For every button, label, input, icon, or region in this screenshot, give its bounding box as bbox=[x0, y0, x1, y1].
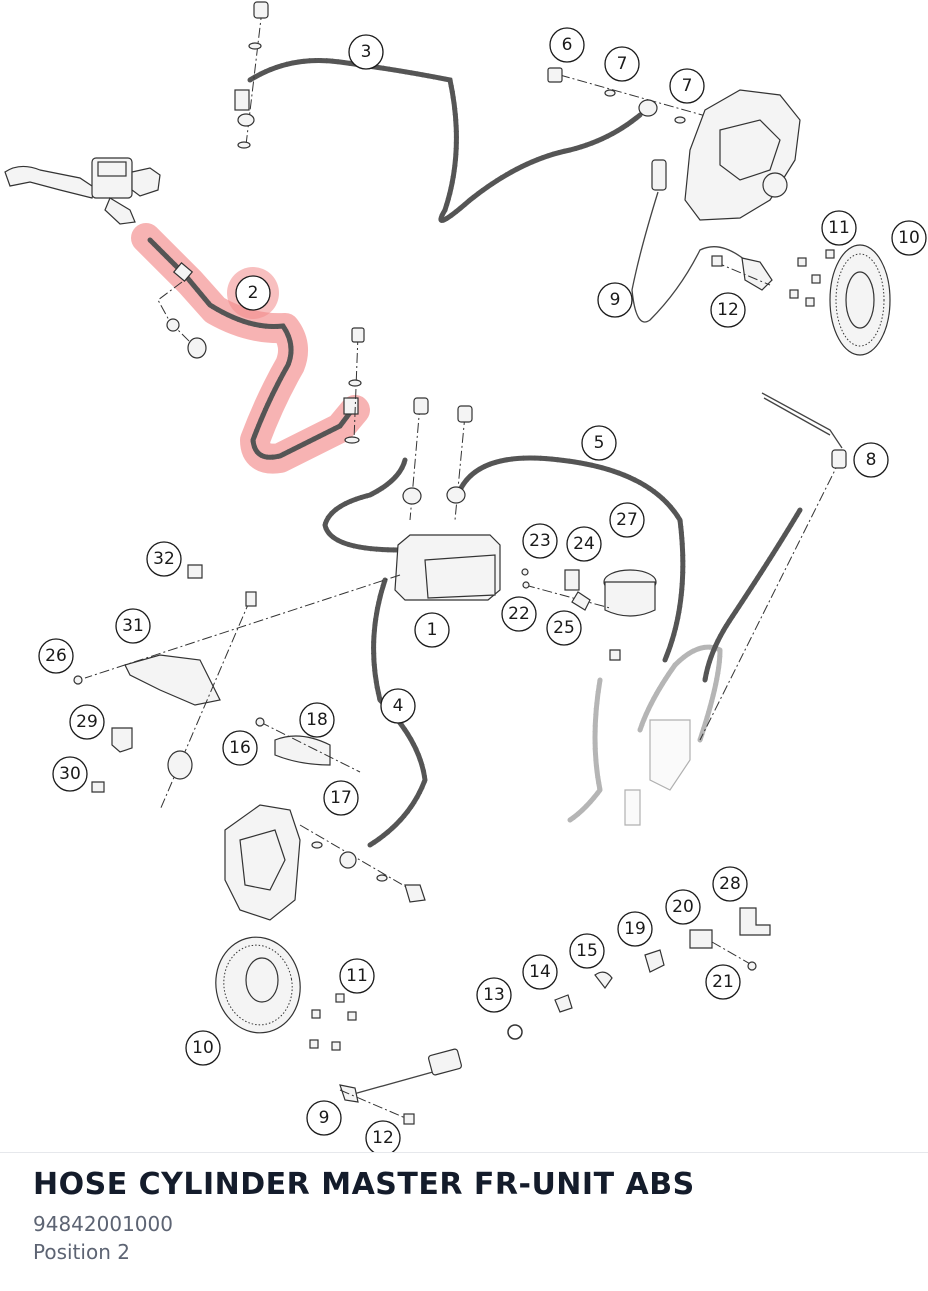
svg-text:16: 16 bbox=[229, 738, 251, 758]
svg-text:22: 22 bbox=[508, 604, 530, 624]
callout-20[interactable]: 20 bbox=[665, 889, 701, 925]
callout-22[interactable]: 22 bbox=[501, 596, 537, 632]
callout-12b[interactable]: 12 bbox=[365, 1120, 401, 1152]
svg-text:7: 7 bbox=[682, 76, 693, 96]
svg-text:10: 10 bbox=[192, 1038, 214, 1058]
svg-text:19: 19 bbox=[624, 919, 646, 939]
svg-text:10: 10 bbox=[898, 228, 920, 248]
svg-text:21: 21 bbox=[712, 972, 734, 992]
svg-text:18: 18 bbox=[306, 710, 328, 730]
hose-3[interactable] bbox=[234, 1, 643, 223]
callout-31[interactable]: 31 bbox=[115, 608, 151, 644]
callout-2[interactable]: 2 bbox=[235, 275, 271, 311]
rear-abs-ring[interactable] bbox=[789, 244, 891, 356]
callout-5[interactable]: 5 bbox=[581, 425, 617, 461]
svg-text:15: 15 bbox=[576, 941, 598, 961]
svg-text:29: 29 bbox=[76, 712, 98, 732]
callout-26[interactable]: 26 bbox=[38, 638, 74, 674]
svg-text:6: 6 bbox=[562, 35, 573, 55]
rear-master-cylinder[interactable] bbox=[567, 644, 723, 826]
callout-12a[interactable]: 12 bbox=[710, 292, 746, 328]
callout-9a[interactable]: 9 bbox=[597, 282, 633, 318]
callout-17[interactable]: 17 bbox=[323, 780, 359, 816]
svg-text:17: 17 bbox=[330, 788, 352, 808]
front-brake-caliper[interactable] bbox=[224, 717, 426, 921]
callout-29[interactable]: 29 bbox=[69, 704, 105, 740]
callout-4[interactable]: 4 bbox=[380, 688, 416, 724]
callout-9b[interactable]: 9 bbox=[306, 1100, 342, 1136]
front-abs-ring[interactable] bbox=[208, 930, 357, 1051]
svg-text:5: 5 bbox=[594, 433, 605, 453]
svg-text:3: 3 bbox=[361, 42, 372, 62]
svg-text:11: 11 bbox=[828, 218, 850, 238]
svg-text:32: 32 bbox=[153, 549, 175, 569]
svg-text:11: 11 bbox=[346, 966, 368, 986]
callout-21[interactable]: 21 bbox=[705, 964, 741, 1000]
svg-text:23: 23 bbox=[529, 531, 551, 551]
part-info-panel: HOSE CYLINDER MASTER FR-UNIT ABS 9484200… bbox=[0, 1152, 928, 1291]
hose-2[interactable] bbox=[147, 237, 365, 460]
svg-text:2: 2 bbox=[248, 283, 259, 303]
part-position: Position 2 bbox=[33, 1240, 130, 1264]
callout-19[interactable]: 19 bbox=[617, 911, 653, 947]
callout-14[interactable]: 14 bbox=[522, 954, 558, 990]
callout-10b[interactable]: 10 bbox=[185, 1030, 221, 1066]
svg-text:8: 8 bbox=[866, 450, 877, 470]
svg-text:7: 7 bbox=[617, 54, 628, 74]
svg-text:30: 30 bbox=[59, 764, 81, 784]
svg-text:9: 9 bbox=[610, 290, 621, 310]
callout-16[interactable]: 16 bbox=[222, 730, 258, 766]
svg-text:24: 24 bbox=[573, 534, 595, 554]
callout-24[interactable]: 24 bbox=[566, 526, 602, 562]
callout-10a[interactable]: 10 bbox=[891, 220, 927, 256]
part-title: HOSE CYLINDER MASTER FR-UNIT ABS bbox=[33, 1167, 695, 1202]
brake-fluid-reservoir[interactable] bbox=[521, 568, 657, 617]
svg-text:1: 1 bbox=[427, 620, 438, 640]
svg-text:4: 4 bbox=[393, 696, 404, 716]
callout-13[interactable]: 13 bbox=[476, 977, 512, 1013]
callout-6[interactable]: 6 bbox=[549, 27, 585, 63]
svg-text:31: 31 bbox=[122, 616, 144, 636]
callout-32[interactable]: 32 bbox=[146, 541, 182, 577]
callout-25[interactable]: 25 bbox=[546, 610, 582, 646]
exploded-parts-diagram: 1 2 3 4 5 6 7 7 8 9 9 10 10 11 11 12 12 … bbox=[4, 1, 927, 1152]
callout-3[interactable]: 3 bbox=[348, 34, 384, 70]
callout-18[interactable]: 18 bbox=[299, 702, 335, 738]
svg-text:13: 13 bbox=[483, 985, 505, 1005]
svg-text:12: 12 bbox=[372, 1128, 394, 1148]
callout-11a[interactable]: 11 bbox=[821, 210, 857, 246]
svg-text:20: 20 bbox=[672, 897, 694, 917]
front-master-cylinder[interactable] bbox=[4, 157, 161, 225]
svg-text:27: 27 bbox=[616, 510, 638, 530]
callout-15[interactable]: 15 bbox=[569, 933, 605, 969]
callout-7a[interactable]: 7 bbox=[604, 46, 640, 82]
callout-8[interactable]: 8 bbox=[853, 442, 889, 478]
mounting-bracket[interactable] bbox=[73, 564, 257, 811]
svg-text:12: 12 bbox=[717, 300, 739, 320]
hose-8[interactable] bbox=[699, 392, 847, 741]
callout-7b[interactable]: 7 bbox=[669, 68, 705, 104]
abs-modulator-unit[interactable] bbox=[84, 397, 686, 848]
svg-text:25: 25 bbox=[553, 618, 575, 638]
callout-1[interactable]: 1 bbox=[414, 612, 450, 648]
rear-brake-caliper[interactable] bbox=[547, 67, 801, 221]
front-speed-sensor[interactable] bbox=[339, 1048, 463, 1125]
callout-30[interactable]: 30 bbox=[52, 756, 88, 792]
callout-11b[interactable]: 11 bbox=[339, 958, 375, 994]
svg-text:9: 9 bbox=[319, 1108, 330, 1128]
callout-23[interactable]: 23 bbox=[522, 523, 558, 559]
small-clips-and-fasteners[interactable] bbox=[507, 649, 771, 1040]
svg-text:26: 26 bbox=[45, 646, 67, 666]
callout-28[interactable]: 28 bbox=[712, 866, 748, 902]
svg-text:28: 28 bbox=[719, 874, 741, 894]
svg-text:14: 14 bbox=[529, 962, 551, 982]
rear-speed-sensor[interactable] bbox=[631, 159, 773, 323]
part-number: 94842001000 bbox=[33, 1212, 173, 1236]
callout-27[interactable]: 27 bbox=[609, 502, 645, 538]
